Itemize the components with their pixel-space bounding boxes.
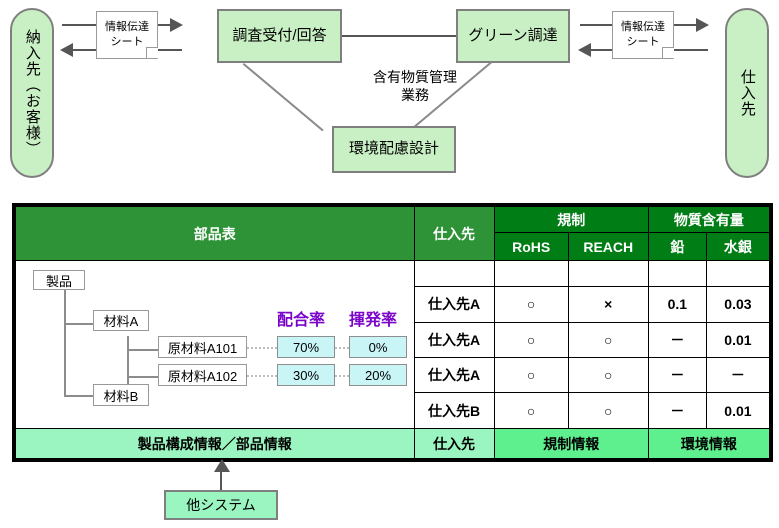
footer-supplier: 仕入先 — [413, 428, 495, 459]
cell-supplier[interactable]: 仕入先A — [413, 321, 495, 358]
supplier-node: 仕入先 — [725, 8, 769, 178]
cell-mercury[interactable]: 0.01 — [705, 321, 771, 358]
cell-mercury[interactable] — [705, 259, 771, 288]
cell-reach[interactable] — [567, 259, 649, 288]
header-lead: 鉛 — [647, 232, 707, 261]
left-info-sheet-note: 情報伝達シート — [96, 11, 158, 59]
cell-rohs[interactable] — [493, 259, 569, 288]
supplier-node-label: 仕入先 — [738, 69, 756, 117]
substance-management-caption: 含有物質管理業務 — [373, 69, 457, 104]
diagonal-connector-left — [242, 63, 324, 132]
eco-design-label: 環境配慮設計 — [348, 140, 439, 158]
cell-supplier[interactable]: 仕入先A — [413, 286, 495, 323]
customer-node: 納入先（お客様） — [10, 8, 54, 178]
cell-lead[interactable]: 0.1 — [647, 286, 707, 323]
header-regulation-group: 規制 — [493, 206, 649, 233]
left-top-arrowhead — [170, 18, 183, 32]
header-mercury: 水銀 — [705, 232, 771, 261]
header-parts-list: 部品表 — [15, 206, 415, 261]
cell-mercury[interactable]: 0.03 — [705, 286, 771, 323]
footer-environment: 環境情報 — [647, 428, 771, 459]
cell-reach[interactable]: ○ — [567, 356, 649, 394]
cell-rohs[interactable]: ○ — [493, 392, 569, 429]
table-row[interactable]: 仕入先B○○－0.01 — [16, 392, 771, 429]
left-bottom-arrowhead — [60, 43, 73, 57]
cell-reach[interactable]: ○ — [567, 321, 649, 358]
eco-design-box: 環境配慮設計 — [332, 126, 456, 173]
right-info-sheet-note: 情報伝達シート — [612, 11, 674, 59]
page-fold-icon — [146, 47, 158, 59]
table-row[interactable]: 仕入先A○○－0.01 — [16, 321, 771, 358]
cell-mercury[interactable]: － — [705, 356, 771, 394]
customer-node-label: 納入先（お客様） — [23, 29, 41, 157]
survey-reception-label: 調査受付/回答 — [232, 26, 327, 44]
cell-mercury[interactable]: 0.01 — [705, 392, 771, 429]
cell-lead[interactable]: － — [647, 392, 707, 429]
cell-rohs[interactable]: ○ — [493, 321, 569, 358]
other-system-box[interactable]: 他システム — [164, 490, 278, 520]
header-reach: REACH — [567, 232, 649, 261]
right-info-sheet-label: 情報伝達シート — [621, 21, 665, 48]
header-supplier: 仕入先 — [413, 206, 495, 261]
parts-list-cell — [15, 260, 415, 429]
other-system-arrowhead — [214, 459, 230, 472]
cell-supplier[interactable]: 仕入先A — [413, 356, 495, 394]
header-substance-group: 物質含有量 — [647, 206, 771, 233]
cell-reach[interactable]: ○ — [567, 392, 649, 429]
bill-of-materials-table: 部品表 仕入先 規制 物質含有量 RoHS REACH — [12, 203, 773, 462]
header-rohs: RoHS — [493, 232, 569, 261]
table-row[interactable]: 仕入先A○○－－ — [16, 356, 771, 394]
green-procurement-box: グリーン調達 — [456, 9, 570, 63]
cell-rohs[interactable]: ○ — [493, 286, 569, 323]
cell-lead[interactable]: － — [647, 356, 707, 394]
cell-reach[interactable]: × — [567, 286, 649, 323]
footer-parts-list: 製品構成情報／部品情報 — [15, 428, 415, 459]
footer-regulation: 規制情報 — [493, 428, 649, 459]
page-fold-icon — [662, 47, 674, 59]
cell-lead[interactable] — [647, 259, 707, 288]
right-bottom-arrowhead — [578, 43, 591, 57]
survey-reception-box: 調査受付/回答 — [217, 9, 342, 63]
green-procurement-label: グリーン調達 — [468, 26, 558, 44]
center-connector-line — [342, 35, 456, 37]
other-system-connector-line — [220, 470, 222, 498]
right-top-arrowhead — [696, 18, 709, 32]
left-info-sheet-label: 情報伝達シート — [105, 21, 149, 48]
cell-supplier[interactable]: 仕入先B — [413, 392, 495, 429]
cell-supplier[interactable] — [413, 259, 495, 288]
table-row[interactable] — [15, 259, 771, 429]
cell-lead[interactable]: － — [647, 321, 707, 358]
other-system-label: 他システム — [186, 497, 256, 513]
cell-rohs[interactable]: ○ — [493, 356, 569, 394]
